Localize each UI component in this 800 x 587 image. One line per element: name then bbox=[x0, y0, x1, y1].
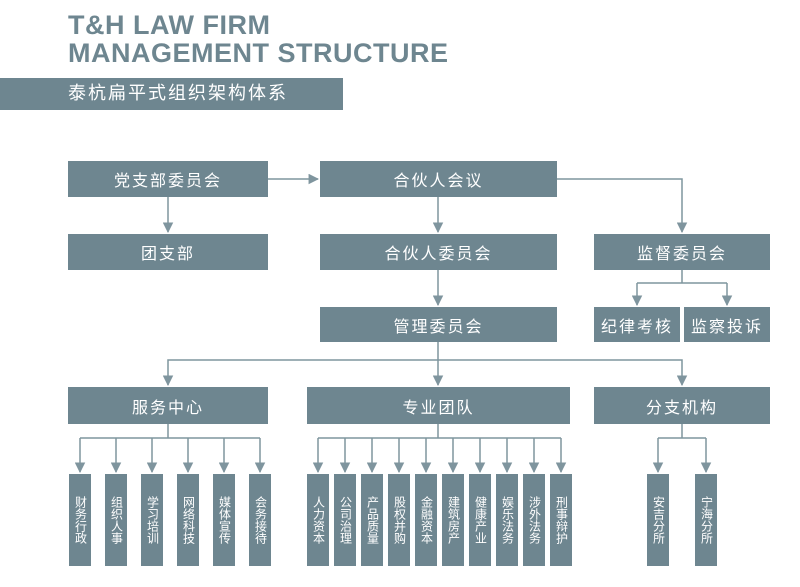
node-team-item: 涉外法务 bbox=[523, 474, 545, 566]
node-management-committee: 管理委员会 bbox=[320, 307, 557, 342]
node-service-item: 组织人事 bbox=[105, 474, 127, 566]
node-service-item: 媒体宣传 bbox=[213, 474, 235, 566]
node-team-item: 公司治理 bbox=[334, 474, 356, 566]
node-service-center: 服务中心 bbox=[68, 387, 268, 424]
node-team-item: 人力资本 bbox=[307, 474, 329, 566]
node-party-branch-committee: 党支部委员会 bbox=[68, 161, 268, 197]
title-line-2: MANAGEMENT STRUCTURE bbox=[68, 38, 449, 68]
node-team-item: 娱乐法务 bbox=[496, 474, 518, 566]
node-supervision-complaints: 监察投诉 bbox=[684, 307, 770, 342]
title-line-1: T&H LAW FIRM bbox=[68, 10, 271, 40]
node-team-item: 金融资本 bbox=[415, 474, 437, 566]
node-partner-committee: 合伙人委员会 bbox=[320, 234, 557, 270]
node-team-item: 健康产业 bbox=[469, 474, 491, 566]
node-service-item: 网络科技 bbox=[177, 474, 199, 566]
node-service-item: 会务接待 bbox=[249, 474, 271, 566]
node-team-item: 产品质量 bbox=[361, 474, 383, 566]
node-service-item: 财务行政 bbox=[69, 474, 91, 566]
node-discipline-review: 纪律考核 bbox=[594, 307, 680, 342]
node-supervision-committee: 监督委员会 bbox=[594, 234, 770, 270]
node-league-branch: 团支部 bbox=[68, 234, 268, 270]
node-professional-teams: 专业团队 bbox=[307, 387, 570, 424]
node-branch-item: 宁海分所 bbox=[695, 474, 717, 566]
node-branch-item: 安吉分所 bbox=[647, 474, 669, 566]
arrow-meeting-to-supervision bbox=[557, 178, 688, 234]
node-team-item: 股权并购 bbox=[388, 474, 410, 566]
node-service-item: 学习培训 bbox=[141, 474, 163, 566]
node-team-item: 建筑房产 bbox=[442, 474, 464, 566]
node-team-item: 刑事辩护 bbox=[550, 474, 572, 566]
node-branch-offices: 分支机构 bbox=[594, 387, 770, 424]
node-partner-meeting: 合伙人会议 bbox=[320, 161, 557, 197]
subtitle-banner: 泰杭扁平式组织架构体系 bbox=[0, 78, 343, 110]
